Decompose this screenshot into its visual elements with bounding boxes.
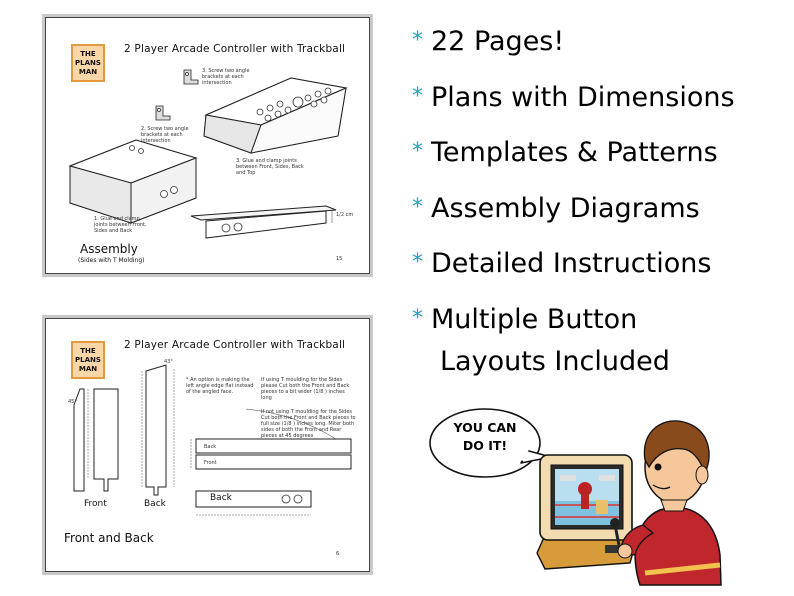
plans-man-logo: THE PLANS MAN bbox=[71, 44, 105, 82]
feature-item: * Multiple Button bbox=[412, 304, 637, 335]
asterisk-icon: * bbox=[412, 28, 423, 53]
feature-item: * Assembly Diagrams bbox=[412, 193, 700, 224]
piece-label: Back bbox=[144, 499, 166, 509]
piece-label: Back bbox=[204, 444, 217, 450]
page-title: 2 Player Arcade Controller with Trackbal… bbox=[124, 43, 346, 55]
logo-line: PLANS bbox=[75, 59, 101, 67]
assembly-drawing bbox=[68, 69, 348, 239]
asterisk-icon: * bbox=[412, 306, 423, 331]
step-note: 1. Glue and clamp joints between Front, … bbox=[94, 216, 147, 234]
instruction-note: If using T moulding for the Sides please… bbox=[261, 377, 350, 401]
feature-text: Detailed Instructions bbox=[431, 248, 712, 279]
feature-text: Assembly Diagrams bbox=[431, 193, 700, 224]
speech-bubble bbox=[429, 408, 552, 478]
instruction-note: If not using T moulding for the Sides Cu… bbox=[261, 409, 356, 439]
kid-playing-arcade-illustration bbox=[429, 408, 722, 586]
page-caption: Assembly bbox=[80, 242, 138, 256]
speech-bubble-text: YOU CAN DO IT! bbox=[445, 419, 525, 455]
asterisk-icon: * bbox=[412, 195, 423, 220]
plans-man-logo: THE PLANS MAN bbox=[71, 341, 105, 379]
piece-label: Front bbox=[84, 499, 107, 509]
bubble-line: DO IT! bbox=[462, 438, 508, 453]
angle-label: 43° bbox=[164, 359, 173, 365]
feature-item: * Detailed Instructions bbox=[412, 248, 711, 279]
instruction-note: * An option is making the left angle edg… bbox=[186, 377, 254, 395]
feature-text: Plans with Dimensions bbox=[431, 82, 735, 113]
angle-label: 45° bbox=[68, 399, 77, 405]
step-note: 3. Glue and clamp joints between Front, … bbox=[236, 158, 304, 176]
logo-line: MAN bbox=[78, 68, 98, 76]
page-number: 6 bbox=[336, 551, 340, 557]
logo-line: THE bbox=[80, 347, 96, 355]
asterisk-icon: * bbox=[412, 250, 423, 275]
feature-text: Layouts Included bbox=[440, 346, 670, 377]
assembly-page-thumbnail: THE PLANS MAN 2 Player Arcade Controller… bbox=[45, 17, 370, 274]
feature-item: Layouts Included bbox=[440, 346, 670, 377]
feature-text: 22 Pages! bbox=[431, 26, 565, 57]
asterisk-icon: * bbox=[412, 139, 423, 164]
asterisk-icon: * bbox=[412, 84, 423, 109]
feature-item: * Plans with Dimensions bbox=[412, 82, 735, 113]
front-back-page-thumbnail: THE PLANS MAN 2 Player Arcade Controller… bbox=[45, 318, 370, 572]
feature-text: Templates & Patterns bbox=[431, 137, 718, 168]
kid-character bbox=[617, 420, 722, 586]
page-title: 2 Player Arcade Controller with Trackbal… bbox=[124, 339, 346, 351]
step-note: 2. Screw two angle brackets at each inte… bbox=[141, 126, 189, 144]
feature-item: * Templates & Patterns bbox=[412, 137, 718, 168]
page-subcaption: (Sides with T Molding) bbox=[78, 257, 145, 264]
page-caption: Front and Back bbox=[64, 531, 154, 545]
piece-label: Front bbox=[204, 460, 217, 466]
logo-line: MAN bbox=[78, 365, 98, 373]
page-number: 15 bbox=[336, 256, 343, 262]
logo-line: PLANS bbox=[75, 356, 101, 364]
feature-text: Multiple Button bbox=[431, 304, 638, 335]
piece-label: Back bbox=[210, 493, 232, 503]
dimension-label: 1/2 cm bbox=[336, 212, 354, 218]
computer-monitor bbox=[536, 454, 636, 570]
step-note: 3. Screw two angle brackets at each inte… bbox=[202, 68, 250, 86]
bubble-line: YOU CAN bbox=[453, 420, 517, 435]
front-back-drawing bbox=[73, 364, 352, 516]
logo-line: THE bbox=[80, 50, 96, 58]
feature-item: * 22 Pages! bbox=[412, 26, 564, 57]
